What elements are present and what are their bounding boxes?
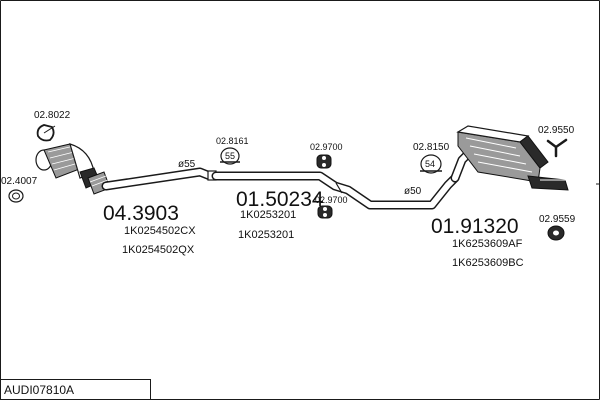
clamp-front-number: 02.8022 [34,110,71,121]
front-pipe [101,167,215,191]
middle-pipe-oe-number-2: 1K0253201 [238,229,294,241]
title-box: AUDI07810A [0,379,151,400]
rubber-mount-lower-icon [317,205,333,219]
diameter-rear-label: ø50 [404,186,422,197]
rubber-mount-upper-number: 02.9700 [310,142,343,152]
gasket-front-icon [8,189,24,203]
rear-silencer-icon [450,125,569,191]
cat-oe-number-1: 1K0254502CX [124,225,196,237]
rear-silencer-oe-number-1: 1K6253609AF [452,238,523,250]
cat-part-number: 04.3903 [103,202,179,225]
middle-pipe-oe-number-1: 1K0253201 [240,209,296,221]
rubber-mount-upper-icon [316,154,332,169]
clamp-55-number: 02.8161 [216,136,249,146]
gasket-front-number: 02.4007 [1,176,38,187]
clamp-front-icon [36,124,56,142]
hanger-rear-number: 02.9550 [538,125,575,136]
rear-silencer-part-number: 01.91320 [431,215,519,238]
diameter-front-label: ø55 [178,159,196,170]
rubber-ring-rear-number: 02.9559 [539,214,576,225]
middle-pipe-part-number: 01.50234 [236,188,324,211]
clamp-55-size: 55 [225,151,235,161]
clamp-54-icon: 54 [420,154,442,174]
hanger-rear-icon [546,138,568,158]
clamp-54-number: 02.8150 [413,142,450,153]
clamp-54-size: 54 [425,159,435,169]
clamp-55-icon: 55 [220,147,240,165]
diagram-title: AUDI07810A [4,383,74,397]
catalytic-converter-icon [35,143,111,195]
rubber-mount-lower-number: 02.9700 [315,195,348,205]
rear-silencer-oe-number-2: 1K6253609BC [452,257,524,269]
middle-pipe [211,171,460,210]
cat-oe-number-2: 1K0254502QX [122,244,195,256]
rubber-ring-rear-icon [547,225,565,241]
